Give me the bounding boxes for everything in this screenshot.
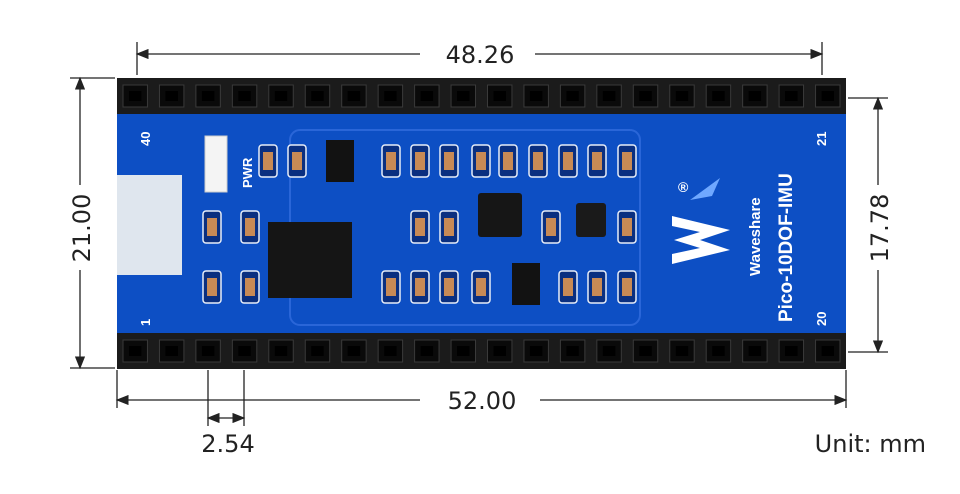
smd-component [471,144,491,178]
chip-sensor [576,203,606,237]
header-pin-socket [231,339,258,363]
smd-component [410,144,430,178]
header-pin-socket [158,339,185,363]
header-pin-socket [122,84,148,108]
header-pin-socket [596,339,622,363]
sh-connector [117,175,182,275]
dim-pin-pitch: 2.54 [201,430,254,458]
header-pin-socket [450,84,476,108]
header-bottom [117,333,846,369]
header-pin-socket [669,339,695,363]
smd-component [381,270,401,304]
pwr-led [204,135,228,193]
header-pin-socket [632,84,659,108]
pin-label-1: 1 [138,319,153,326]
header-pin-socket [778,339,805,363]
header-pin-socket [414,84,440,108]
chip-main [268,222,352,298]
header-pin-socket [705,84,732,108]
header-pin-socket [304,339,331,363]
header-pin-socket [377,84,404,108]
pin-label-20: 20 [814,312,829,326]
regulator-1 [326,140,354,182]
smd-component [617,144,637,178]
header-pin-socket [778,84,805,108]
dim-top-width: 48.26 [446,41,515,69]
header-pin-socket [705,339,732,363]
smd-component [541,210,561,244]
pin-label-21: 21 [814,132,829,146]
smd-component [381,144,401,178]
header-pin-socket [450,339,476,363]
header-pin-socket [341,84,367,108]
smd-component [439,270,459,304]
smd-component [410,210,430,244]
smd-component [528,144,548,178]
header-pin-socket [231,84,258,108]
smd-component [587,270,607,304]
dim-pin-row-spacing: 17.78 [866,194,894,263]
header-pin-socket [523,84,549,108]
smd-component [558,270,578,304]
regulator-2 [512,263,540,305]
dimension-lines [70,42,888,426]
header-pin-socket [632,339,659,363]
header-pin-socket [414,339,440,363]
smd-component [202,210,222,244]
dim-board-width: 21.00 [68,194,96,263]
header-top [117,78,846,114]
smd-component [202,270,222,304]
header-pin-socket [268,84,294,108]
header-pin-socket [559,84,586,108]
header-pin-socket [195,84,221,108]
smd-component [439,210,459,244]
smd-component [587,144,607,178]
pwr-label: PWR [240,157,255,188]
header-pin-socket [523,339,549,363]
waveshare-logo [672,178,730,264]
header-pin-socket [487,84,513,108]
header-pin-socket [742,84,768,108]
header-pin-socket [669,84,695,108]
chip-imu [478,193,522,237]
header-pin-socket [341,339,367,363]
header-pin-socket [158,84,185,108]
header-pin-socket [377,339,404,363]
smd-component [617,210,637,244]
smd-component [410,270,430,304]
registered-mark: ® [678,179,689,195]
header-pin-socket [487,339,513,363]
smd-component [558,144,578,178]
dim-overall-length: 52.00 [448,387,517,415]
header-pin-socket [195,339,221,363]
smd-component [240,270,260,304]
header-pin-socket [304,84,331,108]
header-pin-socket [122,339,148,363]
smd-component [258,144,278,178]
unit-label: Unit: mm [815,430,926,458]
header-pin-socket [815,339,841,363]
pcb-board: PWR 40 1 21 20 ® Waveshare Pico-10DOF-IM… [117,78,846,369]
smd-component [498,144,518,178]
header-pin-socket [815,84,841,108]
board-name: Pico-10DOF-IMU [776,173,797,322]
smd-component [439,144,459,178]
smd-component [287,144,307,178]
brand-label: Waveshare [747,197,764,276]
header-pin-socket [268,339,294,363]
smd-component [617,270,637,304]
header-pin-socket [559,339,586,363]
smd-component [471,270,491,304]
header-pin-socket [742,339,768,363]
smd-component [240,210,260,244]
header-pin-socket [596,84,622,108]
pin-label-40: 40 [138,132,153,146]
